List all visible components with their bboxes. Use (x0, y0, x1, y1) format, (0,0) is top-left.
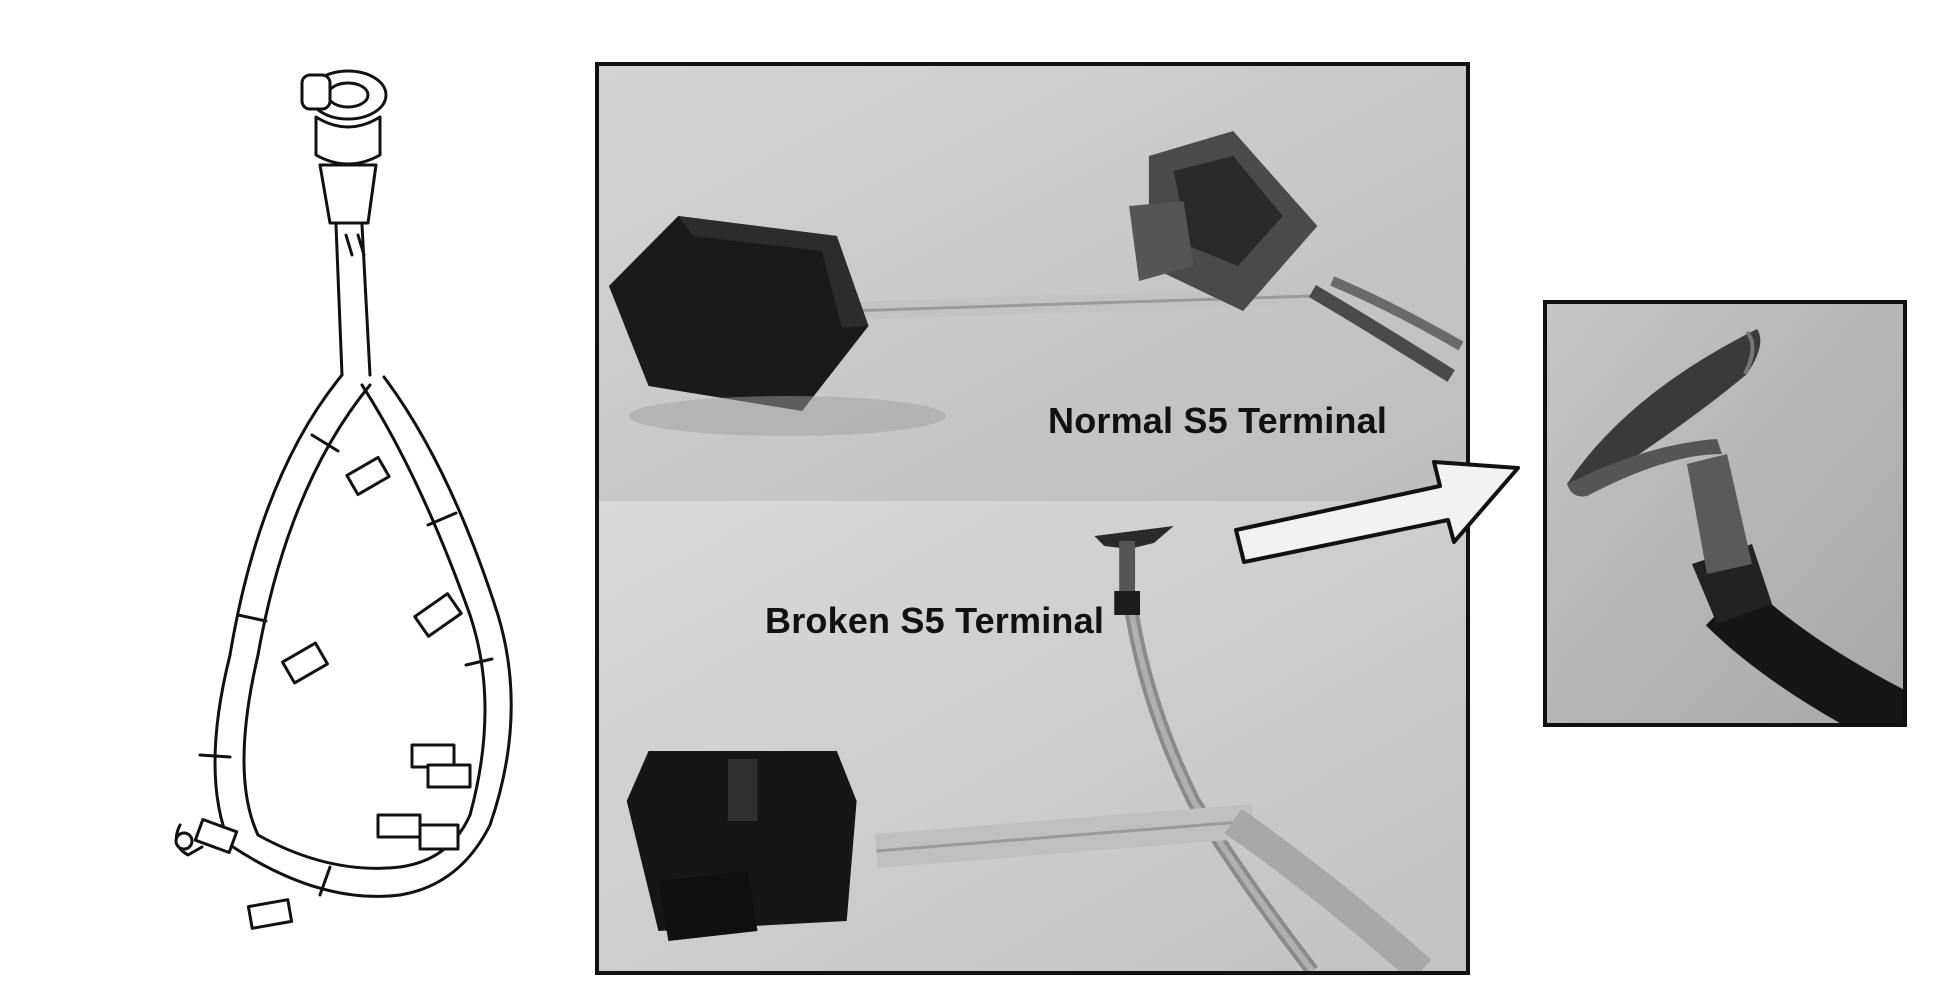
normal-terminal-photo (599, 66, 1466, 501)
broken-terminal-label: Broken S5 Terminal (765, 600, 1105, 641)
connector-photo-panel (595, 62, 1470, 975)
callout-arrow-icon (1234, 460, 1520, 564)
broken-terminal-photo (599, 501, 1466, 971)
wiring-harness-drawing (174, 69, 513, 930)
terminal-closeup-panel (1543, 300, 1907, 727)
normal-terminal-label: Normal S5 Terminal (1048, 400, 1388, 441)
terminal-closeup-photo (1547, 304, 1903, 723)
